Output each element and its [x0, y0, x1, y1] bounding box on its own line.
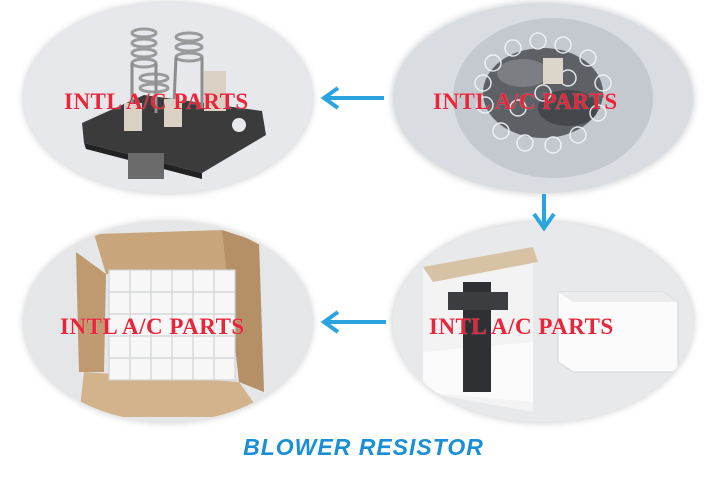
photo-blower-resistor: INTL A/C PARTS	[24, 3, 312, 193]
page-title: BLOWER RESISTOR	[243, 434, 484, 460]
watermark-text: INTL A/C PARTS	[60, 314, 245, 339]
arrow-left-icon	[320, 310, 386, 334]
single-box-image	[393, 222, 693, 422]
carton-image	[24, 222, 312, 422]
watermark-text: INTL A/C PARTS	[64, 89, 249, 114]
arrow-down-icon	[532, 194, 556, 232]
photo-individual-box: INTL A/C PARTS	[393, 222, 693, 422]
watermark-text: INTL A/C PARTS	[433, 89, 618, 114]
arrow-left-icon	[320, 86, 384, 110]
bubble-wrap-image	[393, 3, 693, 193]
photo-bubble-wrapped: INTL A/C PARTS	[393, 3, 693, 193]
blower-resistor-image	[24, 3, 312, 193]
watermark-text: INTL A/C PARTS	[429, 314, 614, 339]
photo-carton-of-boxes: INTL A/C PARTS	[24, 222, 312, 422]
